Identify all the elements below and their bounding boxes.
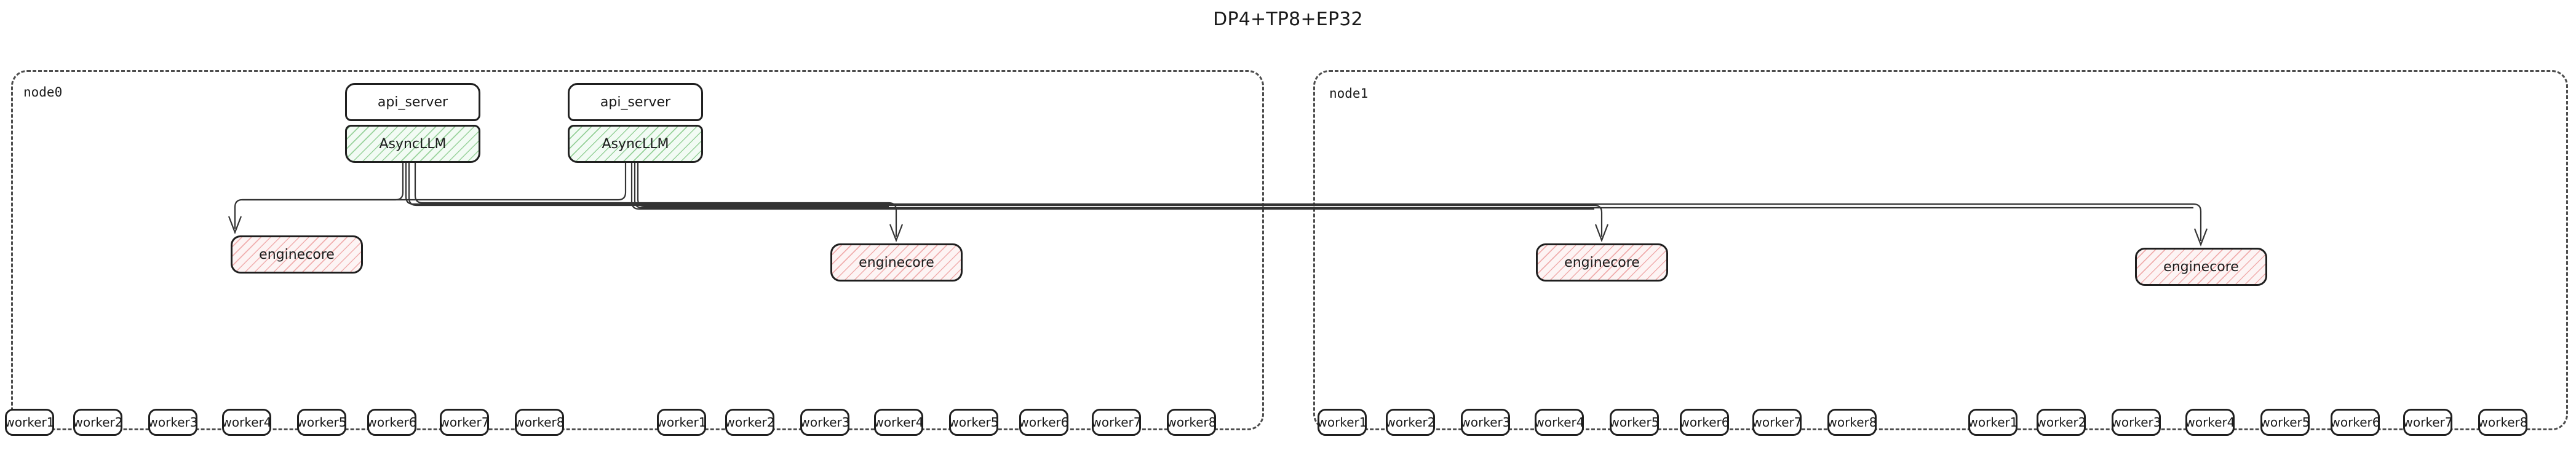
- worker-label: worker2: [725, 415, 775, 430]
- worker-label: worker6: [367, 415, 417, 430]
- worker-box[interactable]: worker8: [515, 409, 564, 436]
- worker-label: worker5: [948, 415, 999, 430]
- worker-label: worker2: [1385, 415, 1436, 430]
- worker-label: worker3: [1460, 415, 1511, 430]
- worker-box[interactable]: worker2: [1386, 409, 1435, 436]
- worker-box[interactable]: worker1: [1968, 409, 2017, 436]
- worker-box[interactable]: worker6: [1019, 409, 1068, 436]
- asyncllm-label: AsyncLLM: [379, 136, 447, 152]
- enginecore-box-node1-1[interactable]: enginecore: [2135, 248, 2267, 286]
- worker-box[interactable]: worker4: [2185, 409, 2235, 436]
- worker-box[interactable]: worker7: [1092, 409, 1141, 436]
- node-panel-node0: [11, 70, 1264, 430]
- worker-box[interactable]: worker8: [1827, 409, 1877, 436]
- worker-box[interactable]: worker8: [1167, 409, 1216, 436]
- api-server-label: api_server: [377, 94, 448, 110]
- worker-label: worker8: [1827, 415, 1877, 430]
- worker-label: worker5: [2260, 415, 2310, 430]
- worker-box[interactable]: worker2: [2037, 409, 2086, 436]
- enginecore-box-node0-1[interactable]: enginecore: [830, 243, 963, 282]
- worker-box[interactable]: worker3: [1461, 409, 1510, 436]
- worker-box[interactable]: worker1: [5, 409, 54, 436]
- worker-label: worker7: [1091, 415, 1142, 430]
- worker-box[interactable]: worker7: [1752, 409, 1802, 436]
- worker-label: worker2: [73, 415, 123, 430]
- api-server-box-node0-1[interactable]: api_server: [568, 83, 703, 121]
- enginecore-box-node0-0[interactable]: enginecore: [231, 235, 363, 274]
- worker-label: worker1: [656, 415, 707, 430]
- node-panel-node1: [1313, 70, 2568, 430]
- worker-box[interactable]: worker3: [2112, 409, 2161, 436]
- enginecore-label: enginecore: [859, 254, 934, 270]
- worker-label: worker4: [873, 415, 924, 430]
- worker-label: worker4: [2185, 415, 2235, 430]
- worker-box[interactable]: worker4: [1535, 409, 1584, 436]
- worker-label: worker1: [4, 415, 55, 430]
- worker-label: worker8: [2478, 415, 2528, 430]
- worker-box[interactable]: worker5: [1610, 409, 1659, 436]
- worker-box[interactable]: worker2: [725, 409, 774, 436]
- worker-label: worker5: [1609, 415, 1660, 430]
- worker-label: worker3: [2111, 415, 2161, 430]
- worker-box[interactable]: worker6: [367, 409, 416, 436]
- worker-box[interactable]: worker5: [2260, 409, 2310, 436]
- asyncllm-box-node0-0[interactable]: AsyncLLM: [345, 125, 480, 163]
- worker-box[interactable]: worker7: [2403, 409, 2452, 436]
- worker-label: worker6: [1019, 415, 1069, 430]
- worker-label: worker1: [1317, 415, 1367, 430]
- node-label-node0: node0: [23, 85, 63, 100]
- worker-label: worker3: [148, 415, 198, 430]
- api-server-label: api_server: [600, 94, 671, 110]
- worker-label: worker7: [439, 415, 490, 430]
- worker-label: worker8: [1166, 415, 1217, 430]
- node-label-node1: node1: [1329, 86, 1369, 101]
- enginecore-label: enginecore: [259, 246, 335, 262]
- page-title: DP4+TP8+EP32: [1213, 9, 1363, 30]
- worker-label: worker5: [296, 415, 347, 430]
- worker-label: worker7: [1752, 415, 1802, 430]
- worker-box[interactable]: worker4: [874, 409, 923, 436]
- worker-label: worker4: [1534, 415, 1584, 430]
- worker-box[interactable]: worker7: [440, 409, 489, 436]
- worker-box[interactable]: worker4: [222, 409, 271, 436]
- worker-box[interactable]: worker6: [1680, 409, 1729, 436]
- enginecore-box-node1-0[interactable]: enginecore: [1536, 243, 1668, 282]
- worker-box[interactable]: worker8: [2478, 409, 2527, 436]
- worker-label: worker1: [1968, 415, 2018, 430]
- worker-box[interactable]: worker6: [2331, 409, 2380, 436]
- worker-box[interactable]: worker3: [800, 409, 849, 436]
- api-server-box-node0-0[interactable]: api_server: [345, 83, 480, 121]
- enginecore-label: enginecore: [2163, 259, 2239, 275]
- worker-label: worker6: [1679, 415, 1730, 430]
- worker-box[interactable]: worker1: [657, 409, 706, 436]
- worker-box[interactable]: worker2: [73, 409, 122, 436]
- worker-label: worker7: [2403, 415, 2453, 430]
- worker-box[interactable]: worker5: [949, 409, 998, 436]
- worker-box[interactable]: worker5: [297, 409, 346, 436]
- worker-label: worker6: [2330, 415, 2380, 430]
- asyncllm-label: AsyncLLM: [602, 136, 669, 152]
- enginecore-label: enginecore: [1564, 254, 1640, 270]
- worker-box[interactable]: worker3: [148, 409, 197, 436]
- worker-label: worker4: [221, 415, 272, 430]
- worker-label: worker2: [2036, 415, 2086, 430]
- worker-label: worker8: [514, 415, 565, 430]
- worker-box[interactable]: worker1: [1318, 409, 1367, 436]
- worker-label: worker3: [800, 415, 850, 430]
- asyncllm-box-node0-1[interactable]: AsyncLLM: [568, 125, 703, 163]
